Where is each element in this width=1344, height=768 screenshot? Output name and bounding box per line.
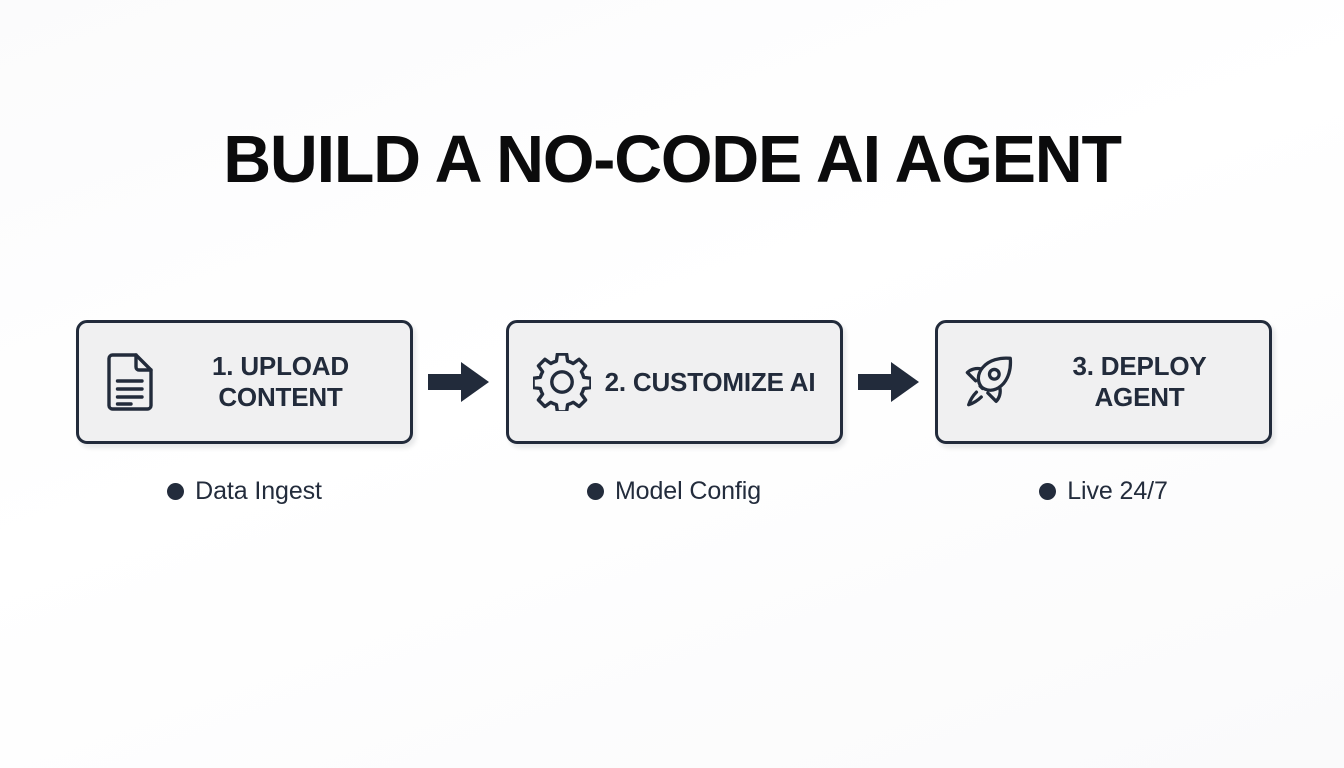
step-card-upload-content[interactable]: 1. UPLOAD CONTENT bbox=[76, 320, 413, 444]
page-title: BUILD A NO-CODE AI AGENT bbox=[223, 122, 1122, 197]
step-captions-row: Data Ingest Model Config Live 24/7 bbox=[76, 476, 1272, 516]
bullet-dot-icon bbox=[586, 482, 604, 500]
caption-label: Data Ingest bbox=[195, 477, 322, 505]
caption-data-ingest: Data Ingest bbox=[76, 476, 413, 506]
caption-live-247: Live 24/7 bbox=[935, 476, 1272, 506]
step-card-customize-ai[interactable]: 2. CUSTOMIZE AI bbox=[505, 320, 843, 444]
arrow-right-icon bbox=[856, 359, 922, 405]
step-card-label: 1. UPLOAD CONTENT bbox=[212, 351, 349, 412]
bullet-dot-icon bbox=[167, 482, 185, 500]
caption-label: Live 24/7 bbox=[1067, 477, 1168, 505]
arrow-right-icon bbox=[426, 359, 492, 405]
caption-label: Model Config bbox=[614, 477, 762, 505]
rocket-icon bbox=[960, 351, 1018, 413]
step-card-deploy-agent[interactable]: 3. DEPLOY AGENT bbox=[935, 320, 1272, 444]
caption-model-config: Model Config bbox=[506, 476, 843, 506]
step-card-label: 3. DEPLOY AGENT bbox=[1072, 351, 1207, 412]
bullet-dot-icon bbox=[1039, 482, 1057, 500]
step-card-label: 2. CUSTOMIZE AI bbox=[604, 366, 816, 397]
gear-icon bbox=[532, 351, 591, 413]
document-icon bbox=[101, 351, 159, 413]
step-flow-row: 1. UPLOAD CONTENT 2. CUSTOMIZE AI bbox=[76, 320, 1272, 444]
